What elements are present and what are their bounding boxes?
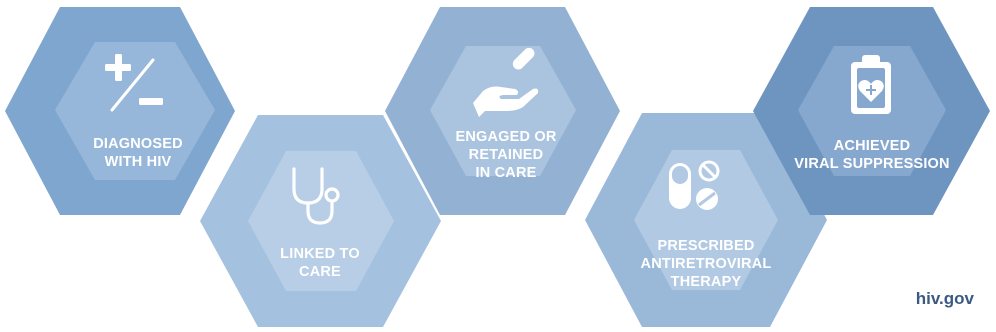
pills-icon (669, 160, 720, 210)
hexagon-step-1 (5, 7, 235, 215)
hand-pill-icon (473, 47, 539, 117)
step-label-prescribed: PRESCRIBED ANTIRETROVIRAL THERAPY (640, 238, 772, 290)
hexagon-step-4 (585, 113, 827, 327)
step-label-linked: LINKED TO CARE (280, 246, 360, 280)
step-label-achieved: ACHIEVED VIRAL SUPPRESSION (794, 138, 950, 172)
hexagon-step-5 (753, 7, 990, 215)
brand-logo: hiv.gov (915, 289, 974, 308)
hexagon-inner (55, 42, 215, 180)
stethoscope-icon (292, 167, 340, 225)
hexagon-step-3 (385, 7, 620, 215)
hexagon-step-2 (200, 115, 441, 327)
step-label-engaged: ENGAGED OR RETAINED IN CARE (455, 129, 557, 181)
step-label-diagnosed: DIAGNOSED WITH HIV (93, 136, 183, 170)
hexagon-inner (248, 151, 394, 291)
plus-minus-icon (105, 54, 163, 112)
clipboard-heart-icon (851, 55, 891, 114)
